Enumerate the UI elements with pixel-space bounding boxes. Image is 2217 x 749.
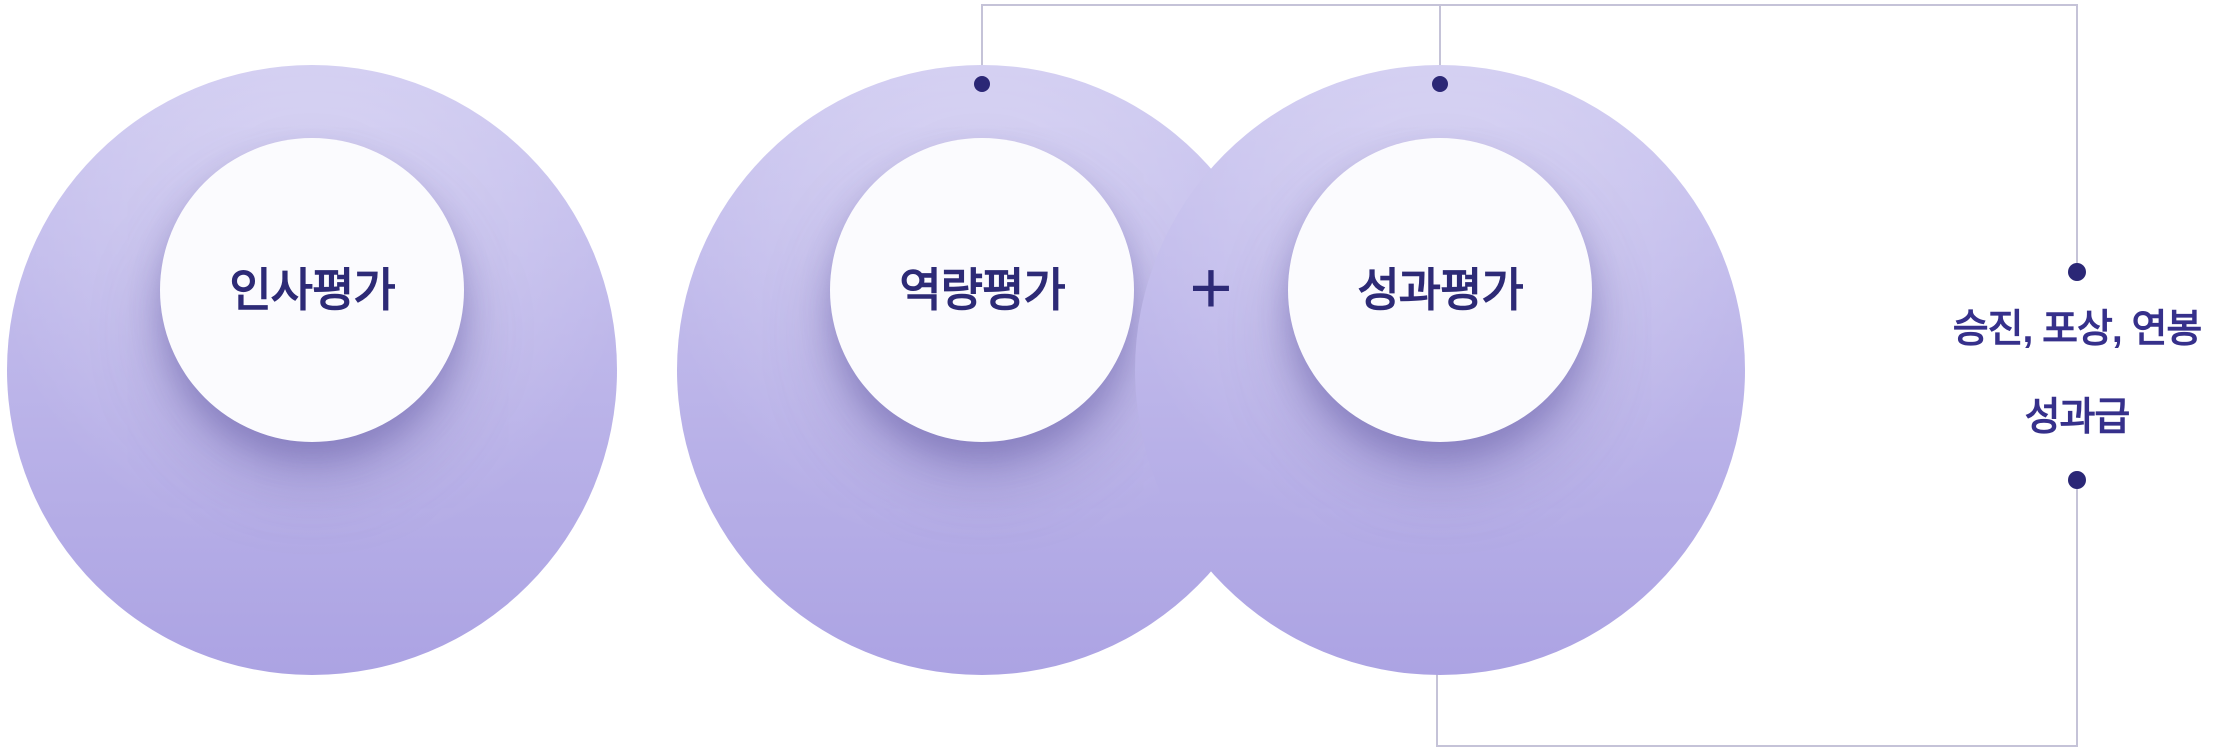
connector-right-lower [2076, 489, 2078, 747]
connector-performance-drop [1439, 4, 1441, 84]
performance-evaluation-circle: 성과평가 [1288, 138, 1592, 442]
bubble-personnel-evaluation: 인사평가 [7, 65, 617, 675]
bubble-performance-evaluation: 성과평가 [1135, 65, 1745, 675]
dot-outcome-bottom [2068, 471, 2086, 489]
performance-evaluation-label: 성과평가 [1357, 264, 1523, 316]
dot-outcome-top [2068, 263, 2086, 281]
personnel-evaluation-circle: 인사평가 [160, 138, 464, 442]
connector-right-upper [2076, 4, 2078, 264]
dot-competency-top [974, 76, 990, 92]
connector-competency-drop [981, 4, 983, 84]
dot-performance-top [1432, 76, 1448, 92]
outcome-line-2: 성과급 [2024, 396, 2131, 439]
outcome-text: 승진, 포상, 연봉 성과급 [1922, 310, 2217, 437]
connector-bottom-horizontal [1436, 745, 2078, 747]
connector-bottom-stub [1436, 672, 1438, 745]
plus-sign: + [1189, 246, 1233, 329]
competency-evaluation-label: 역량평가 [899, 264, 1065, 316]
competency-evaluation-circle: 역량평가 [830, 138, 1134, 442]
personnel-evaluation-label: 인사평가 [229, 264, 395, 316]
outcome-line-1: 승진, 포상, 연봉 [1952, 308, 2203, 351]
connector-top-horizontal [981, 4, 2078, 6]
